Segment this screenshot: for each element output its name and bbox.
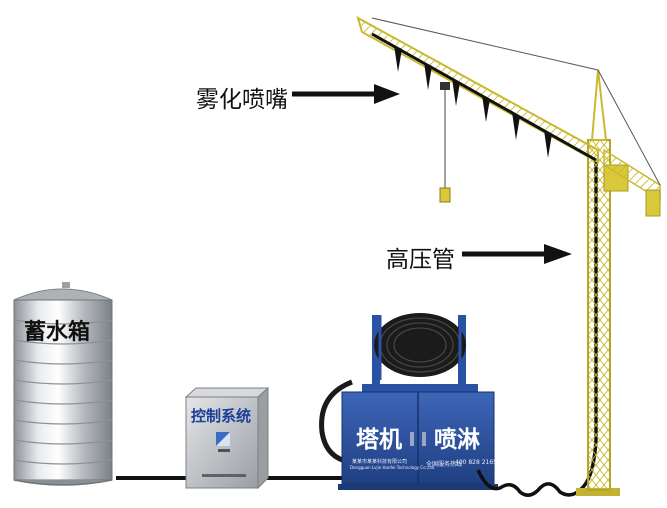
label-spray: 喷淋 xyxy=(434,427,480,453)
label-spray-nozzle: 雾化喷嘴 xyxy=(196,87,288,113)
label-control-system: 控制系统 xyxy=(191,407,252,425)
tower-crane xyxy=(356,15,661,496)
label-tower-crane: 塔机 xyxy=(356,427,402,453)
label-water-tank: 蓄水箱 xyxy=(24,320,91,345)
control-box xyxy=(184,386,270,490)
cabinet-hotline-number: 400 828 2165 xyxy=(455,459,497,466)
cabinet-company-name: 某某市某某科技有限公司 xyxy=(352,459,408,465)
hose-reel xyxy=(319,313,478,465)
arrow-spray-nozzle xyxy=(292,84,400,104)
arrow-high-pressure-pipe xyxy=(462,244,572,264)
spray-cabinet xyxy=(338,391,498,490)
cabinet-company-name-en: Dongguan Lvjie Hanfei Technology Co.,Ltd xyxy=(350,465,435,470)
high-pressure-hose xyxy=(476,160,598,497)
cabinet-hotline-label: 全国服务热线 xyxy=(426,461,463,468)
water-tank xyxy=(13,282,113,486)
label-high-pressure-pipe: 高压管 xyxy=(386,247,455,273)
